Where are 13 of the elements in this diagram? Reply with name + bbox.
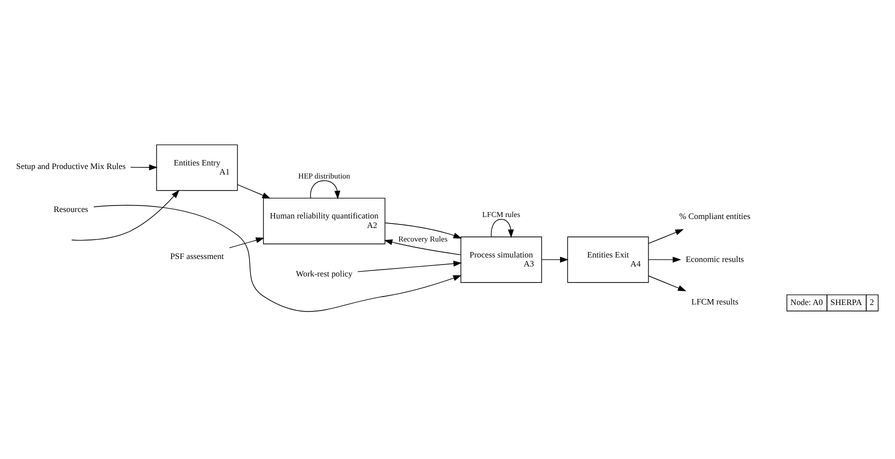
node-text: Setup and Productive Mix Rules <box>16 160 126 171</box>
edge-label: Recovery Rules <box>398 234 448 243</box>
node-text: LFCM results <box>691 296 738 306</box>
label: Node: A0 <box>790 296 823 307</box>
node-text: Economic results <box>686 253 744 264</box>
label: SHERPA <box>830 296 862 307</box>
node-text: Resources <box>54 203 88 214</box>
node-text: Work-rest policy <box>296 268 353 278</box>
node-text: % Compliant entities <box>679 210 750 221</box>
label: 2 <box>870 296 874 307</box>
node-text: PSF assessment <box>170 250 224 261</box>
edge-label: LFCM rules <box>482 210 520 219</box>
edge-label: HEP distribution <box>298 170 350 180</box>
